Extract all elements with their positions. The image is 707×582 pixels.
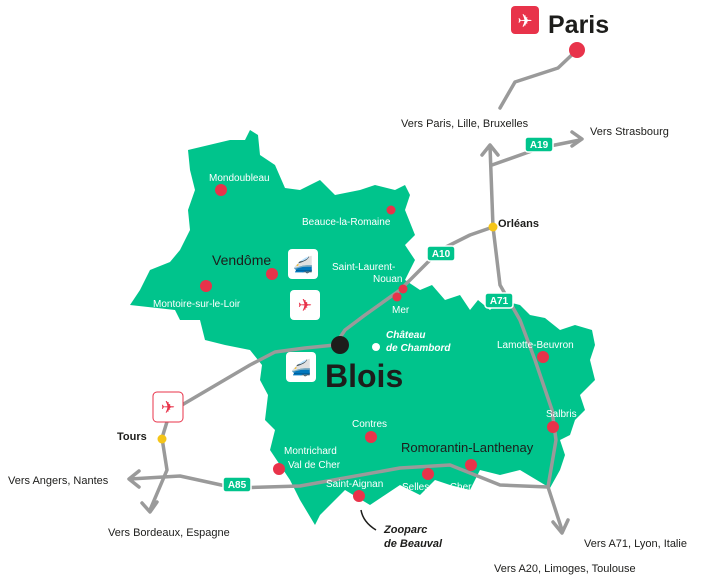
romorantin-label: Romorantin-Lanthenay [401,440,534,455]
road-a85 [128,463,550,490]
salbris-label: Salbris [546,409,577,420]
svg-text:✈: ✈ [161,398,175,417]
mondoubleau-label: Mondoubleau [209,173,270,184]
montoire-label: Montoire-sur-le-Loir [153,299,241,310]
saint-laurent-label-1: Saint-Laurent- [332,262,395,273]
vendome-train-icon: 🚄 [288,249,318,279]
chambord-label-1: Château [386,330,425,341]
blois-train-icon: 🚄 [286,352,316,382]
montoire-marker [200,280,212,292]
selles-marker [422,468,434,480]
tours-marker [157,434,167,444]
direction-paris: Vers Paris, Lille, Bruxelles [401,118,529,130]
orleans-marker [488,222,498,232]
vendome-label: Vendôme [212,252,271,268]
road-arrow-south [551,518,570,535]
a71-badge: A71 [484,292,514,309]
a19-badge: A19 [524,136,554,153]
vendome-marker [266,268,278,280]
svg-text:🚄: 🚄 [291,358,311,377]
road-north [488,144,495,229]
mondoubleau-marker [215,184,227,196]
road-arrow-north [480,143,500,157]
salbris-marker [547,421,559,433]
zoo-label-2: de Beauval [384,538,443,550]
loir-et-cher-territory [130,130,595,525]
a85-badge: A85 [222,476,252,493]
city-markers [157,42,585,502]
montrichard-marker [273,463,285,475]
beauce-label: Beauce-la-Romaine [302,217,391,228]
chambord-marker [372,343,380,351]
road-arrow-west [127,469,141,489]
direction-bordeaux: Vers Bordeaux, Espagne [108,527,230,539]
svg-text:A19: A19 [530,140,549,151]
mer-label: Mer [392,305,410,316]
road-arrow-southwest [140,500,159,514]
direction-strasbourg: Vers Strasbourg [590,126,669,138]
saint-laurent-marker [398,284,408,294]
svg-text:✈: ✈ [517,11,532,31]
orleans-label: Orléans [498,218,539,230]
montrichard-label-2: Val de Cher [288,460,341,471]
beauce-marker [386,205,396,215]
svg-text:A10: A10 [432,249,451,260]
lamotte-label: Lamotte-Beuvron [497,340,574,351]
zoo-arrow-icon [360,509,377,531]
road-paris [498,48,579,110]
svg-text:A71: A71 [490,296,509,307]
a10-badge: A10 [426,245,456,262]
montrichard-label-1: Montrichard [284,446,337,457]
direction-angers: Vers Angers, Nantes [8,475,109,487]
saint-laurent-label-2: Nouan [373,274,402,285]
contres-marker [365,431,377,443]
vendome-airplane-icon: ✈ [290,290,320,320]
mer-marker [392,292,402,302]
paris-label: Paris [548,11,609,39]
paris-airplane-icon: ✈ [511,6,539,34]
blois-label: Blois [325,358,403,394]
direction-limoges: Vers A20, Limoges, Toulouse [494,563,636,575]
svg-text:🚄: 🚄 [293,255,313,274]
lamotte-marker [537,351,549,363]
tours-airplane-icon: ✈ [152,391,184,423]
tours-label: Tours [117,431,147,443]
blois-marker [331,336,349,354]
saint-aignan-label: Saint-Aignan [326,479,383,490]
svg-text:A85: A85 [228,480,247,491]
zoo-label-1: Zooparc [383,524,427,536]
direction-lyon: Vers A71, Lyon, Italie [584,538,687,550]
road-bordeaux [148,436,169,512]
svg-text:✈: ✈ [298,296,312,315]
chambord-label-2: de Chambord [386,343,451,354]
paris-marker [569,42,585,58]
contres-label: Contres [352,419,387,430]
saint-aignan-marker [353,490,365,502]
selles-label: Selles-sur-Cher [402,482,472,493]
romorantin-marker [465,459,477,471]
road-a71 [491,225,564,532]
road-arrow-east [570,130,584,148]
